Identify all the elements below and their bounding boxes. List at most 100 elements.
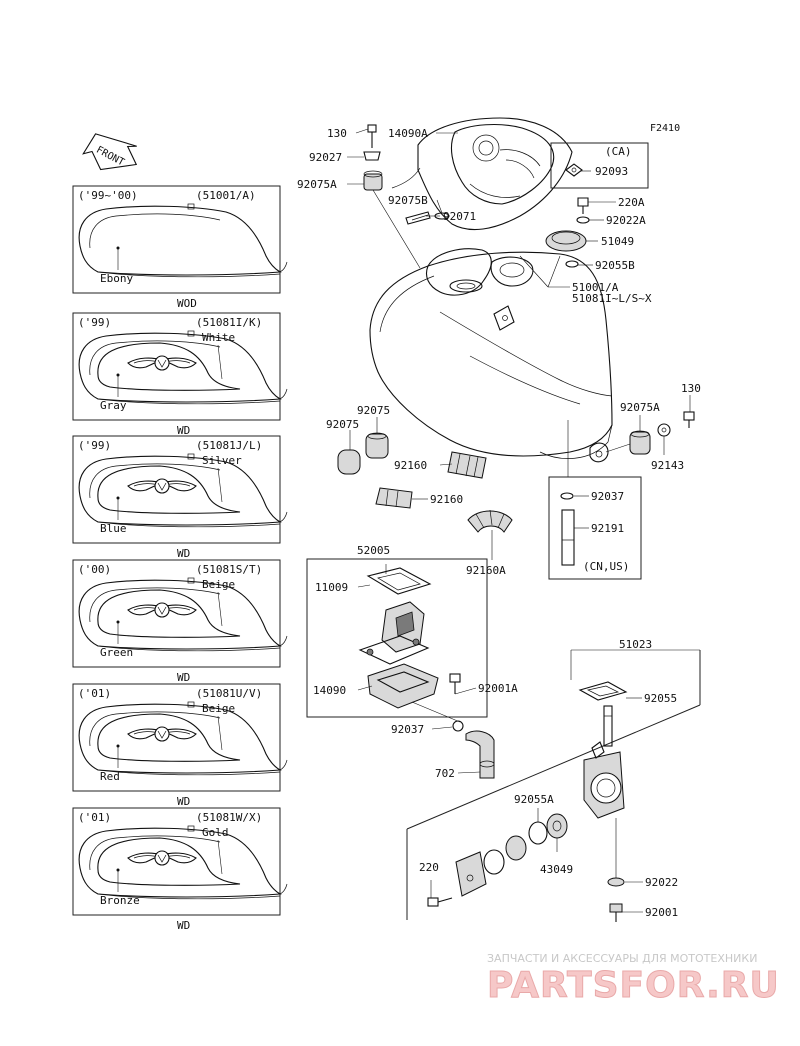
label-51049: 51049 xyxy=(601,235,634,248)
variant-box: ('99~'00) (51001/A) Ebony xyxy=(72,185,288,294)
variant-year: ('01) xyxy=(78,687,111,700)
wing-emblem xyxy=(127,850,197,866)
label-ca: (CA) xyxy=(605,145,632,158)
tank-stripe xyxy=(97,465,241,514)
variant-code: WD xyxy=(177,795,190,808)
label-92022: 92022 xyxy=(645,876,678,889)
watermark-tagline: ЗАПЧАСТИ И АКСЕССУАРЫ ДЛЯ МОТОТЕХНИКИ xyxy=(487,952,757,965)
variant-frame xyxy=(72,559,281,668)
label-92093: 92093 xyxy=(595,165,628,178)
variant-year: ('00) xyxy=(78,563,111,576)
variant-code: WD xyxy=(177,424,190,437)
variant-code: WD xyxy=(177,547,190,560)
variant-color: Ebony xyxy=(100,272,133,285)
label-92160a: 92160A xyxy=(466,564,506,577)
variant-stripe-color: Beige xyxy=(202,578,235,591)
variant-part-number: (51081W/X) xyxy=(196,811,262,824)
variant-year: ('99) xyxy=(78,316,111,329)
variant-code: WOD xyxy=(177,297,197,310)
tank-stripe xyxy=(97,342,241,391)
label-92075a-top: 92075A xyxy=(297,178,337,191)
tank-stripe xyxy=(97,589,241,638)
wing-emblem xyxy=(127,355,197,371)
variant-part-number: (51081U/V) xyxy=(196,687,262,700)
watermark-logo: PARTSFOR.RU xyxy=(487,965,780,1006)
figure-code: F2410 xyxy=(650,123,680,134)
part-labels: 130 14090A 92027 92075A 92075B 92071 (CA… xyxy=(297,127,701,919)
label-130-right: 130 xyxy=(681,382,701,395)
variant-frame xyxy=(72,312,281,421)
label-92160-a: 92160 xyxy=(394,459,427,472)
variant-part-number: (51081I/K) xyxy=(196,316,262,329)
variant-part-number: (51081S/T) xyxy=(196,563,262,576)
fuel-cock-assembly-51023 xyxy=(406,649,701,922)
variant-color: Green xyxy=(100,646,133,659)
variant-stripe-color: Beige xyxy=(202,702,235,715)
variant-year: ('01) xyxy=(78,811,111,824)
label-92037-right: 92037 xyxy=(591,490,624,503)
label-220a: 220A xyxy=(618,196,645,209)
pump-assembly-52005 xyxy=(306,558,495,779)
wing-emblem xyxy=(127,478,197,494)
variant-frame xyxy=(72,435,281,544)
variant-year: ('99~'00) xyxy=(78,189,138,202)
label-92055a: 92055A xyxy=(514,793,554,806)
label-92075-right: 92075 xyxy=(357,404,390,417)
label-14090: 14090 xyxy=(313,684,346,697)
variant-stripe-color: White xyxy=(202,331,235,344)
label-92027: 92027 xyxy=(309,151,342,164)
label-cn-us: (CN,US) xyxy=(583,560,629,573)
wing-emblem xyxy=(127,726,197,742)
variant-frame xyxy=(72,807,281,916)
label-92037-bottom: 92037 xyxy=(391,723,424,736)
variant-color: Gray xyxy=(100,399,127,412)
label-92001: 92001 xyxy=(645,906,678,919)
variant-color: Red xyxy=(100,770,120,783)
variant-frame xyxy=(72,185,281,294)
variant-color: Bronze xyxy=(100,894,140,907)
label-220: 220 xyxy=(419,861,439,874)
label-92143: 92143 xyxy=(651,459,684,472)
label-51001a: 51001/A xyxy=(572,281,619,294)
label-92075-left: 92075 xyxy=(326,418,359,431)
label-51023: 51023 xyxy=(619,638,652,651)
front-arrow: FRONT xyxy=(82,133,138,171)
variant-code: WD xyxy=(177,671,190,684)
watermark: ЗАПЧАСТИ И АКСЕССУАРЫ ДЛЯ МОТОТЕХНИКИ PA… xyxy=(487,952,780,1007)
label-92071: 92071 xyxy=(443,210,476,223)
variant-color: Blue xyxy=(100,522,127,535)
label-43049: 43049 xyxy=(540,863,573,876)
label-11009: 11009 xyxy=(315,581,348,594)
leader-lines xyxy=(347,128,691,913)
label-92075b: 92075B xyxy=(388,194,428,207)
label-92160-b: 92160 xyxy=(430,493,463,506)
wing-emblem xyxy=(127,602,197,618)
label-92001a: 92001A xyxy=(478,682,518,695)
variant-code: WD xyxy=(177,919,190,932)
tank-side-outline xyxy=(78,203,288,278)
tank-stripe xyxy=(97,713,241,762)
tank-stripe xyxy=(97,837,241,886)
label-52005: 52005 xyxy=(357,544,390,557)
label-92022a: 92022A xyxy=(606,214,646,227)
variant-year: ('99) xyxy=(78,439,111,452)
label-92055b: 92055B xyxy=(595,259,635,272)
variant-frame xyxy=(72,683,281,792)
variant-stripe-color: Silver xyxy=(202,454,242,467)
fuel-tank-assembly xyxy=(337,117,695,580)
variant-part-number: (51081J/L) xyxy=(196,439,262,452)
label-92075a-right: 92075A xyxy=(620,401,660,414)
variant-stripe-color: Gold xyxy=(202,826,229,839)
label-702: 702 xyxy=(435,767,455,780)
label-92055: 92055 xyxy=(644,692,677,705)
label-92191: 92191 xyxy=(591,522,624,535)
variant-part-number: (51001/A) xyxy=(196,189,256,202)
label-130: 130 xyxy=(327,127,347,140)
